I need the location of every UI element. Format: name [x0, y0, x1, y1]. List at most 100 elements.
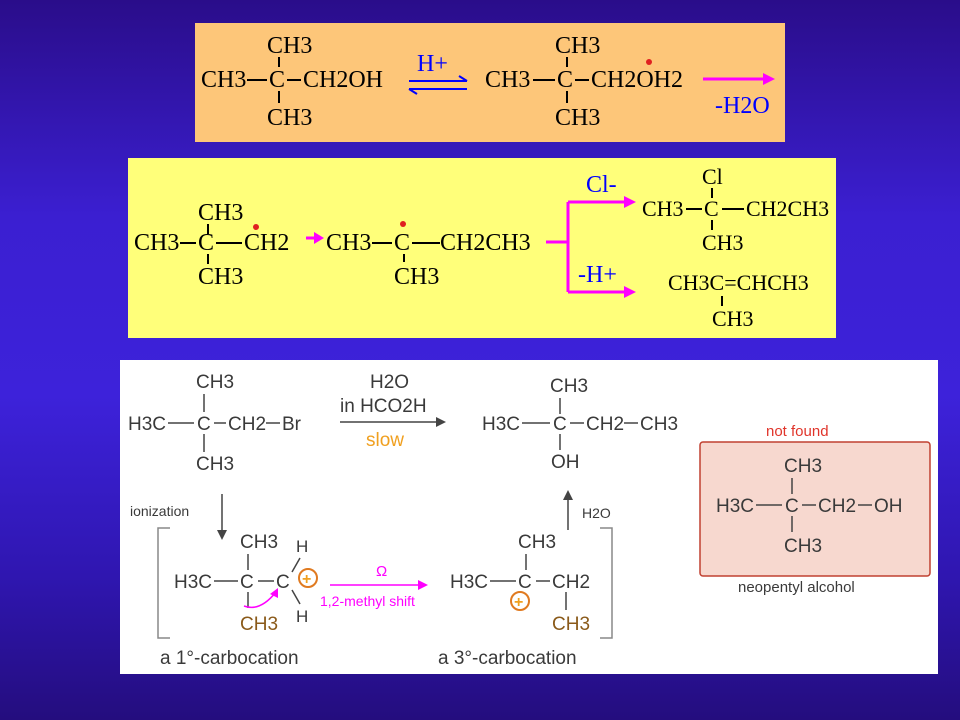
product-right-ch2: CH2 [586, 414, 624, 435]
r1-central-c: C [269, 67, 285, 93]
chloride-label: Cl- [586, 172, 617, 198]
neopentyl-bottom-ch3: CH3 [784, 536, 822, 557]
arrow-head [624, 196, 636, 208]
h-plus-label: H+ [417, 51, 448, 77]
r2-left-ch3: CH3 [485, 67, 530, 93]
primary-caption: a 1°-carbocation [160, 648, 299, 669]
product-end-ch3: CH3 [640, 414, 678, 435]
product-left-h3c: H3C [482, 414, 520, 435]
neopentyl-top-ch3: CH3 [784, 456, 822, 477]
mechanism-panel: CH3 H3C C CH2 Br CH3 H2O in HCO2H slow C… [120, 360, 938, 674]
p1-left-ch3: CH3 [642, 196, 684, 221]
s1-top-ch3: CH3 [198, 200, 243, 226]
positive-charge-dot [400, 221, 406, 227]
conditions-water: H2O [370, 372, 409, 393]
tertiary-left-h3c: H3C [450, 572, 488, 593]
p2-bottom-ch3: CH3 [712, 306, 754, 331]
rearrangement-scheme: CH3 CH3 C CH2 CH3 CH3 C CH2CH3 CH3 Cl- -… [134, 164, 829, 331]
arrow-head [418, 580, 428, 590]
primary-bottom-ch3: CH3 [240, 614, 278, 635]
s1-central-c: C [198, 230, 214, 256]
bond [291, 557, 301, 573]
r2-bottom-ch3: CH3 [555, 105, 600, 131]
primary-top-ch3: CH3 [240, 532, 278, 553]
arrow-head [217, 530, 227, 540]
positive-charge-dot [646, 59, 652, 65]
tertiary-top-ch3: CH3 [518, 532, 556, 553]
right-bracket [600, 527, 613, 639]
minus-h-label: -H+ [578, 262, 617, 288]
s1-right-ch2: CH2 [244, 230, 289, 256]
arrow-head [408, 88, 418, 95]
neopentyl-caption: neopentyl alcohol [738, 579, 855, 596]
arrow-head [314, 232, 324, 244]
reactant-top-ch3: CH3 [196, 372, 234, 393]
positive-charge-dot [253, 224, 259, 230]
plus-sign: + [302, 571, 311, 588]
tertiary-bottom-ch3: CH3 [552, 614, 590, 635]
shift-omega-icon: Ω [376, 563, 387, 580]
left-bracket [157, 527, 170, 639]
positive-charge-icon [298, 568, 318, 588]
r2-top-ch3: CH3 [555, 33, 600, 59]
bond [291, 589, 301, 605]
protonation-scheme: CH3 CH3 C CH2OH CH3 H+ CH3 CH3 C CH2OH2 … [201, 33, 775, 131]
s2-bottom-ch3: CH3 [394, 264, 439, 290]
r1-top-ch3: CH3 [267, 33, 312, 59]
s2-right-ch2ch3: CH2CH3 [440, 230, 531, 256]
not-found-label: not found [766, 423, 829, 440]
water-up-label: H2O [582, 505, 611, 521]
s2-left-ch3: CH3 [326, 230, 371, 256]
conditions-slow: slow [366, 430, 404, 451]
conditions-solvent: in HCO2H [340, 396, 427, 417]
arrow-head [624, 286, 636, 298]
p1-bottom-ch3: CH3 [702, 230, 744, 255]
product-central-c: C [553, 414, 567, 435]
reactant-br: Br [282, 414, 302, 435]
product-bottom-oh: OH [551, 452, 580, 473]
r2-central-c: C [557, 67, 573, 93]
mechanism-scheme: CH3 H3C C CH2 Br CH3 H2O in HCO2H slow C… [128, 372, 931, 669]
p1-right-ch2ch3: CH2CH3 [746, 196, 829, 221]
p2-alkene: CH3C=CHCH3 [668, 270, 809, 295]
primary-c2: C [276, 572, 290, 593]
arrow-head [563, 490, 573, 500]
s2-central-c: C [394, 230, 410, 256]
r1-bottom-ch3: CH3 [267, 105, 312, 131]
arrow-head [458, 75, 468, 82]
arrow-head [270, 588, 278, 598]
primary-central-c: C [240, 572, 254, 593]
s1-bottom-ch3: CH3 [198, 264, 243, 290]
reactant-bottom-ch3: CH3 [196, 454, 234, 475]
r2-right-ch2oh2: CH2OH2 [591, 67, 683, 93]
not-found-box [699, 441, 931, 577]
reactant-left-h3c: H3C [128, 414, 166, 435]
neopentyl-oh: OH [874, 496, 903, 517]
p1-central-c: C [704, 196, 719, 221]
reactant-right-ch2: CH2 [228, 414, 266, 435]
protonation-panel: CH3 CH3 C CH2OH CH3 H+ CH3 CH3 C CH2OH2 … [195, 23, 785, 142]
minus-water-label: -H2O [715, 93, 770, 119]
r1-left-ch3: CH3 [201, 67, 246, 93]
arrow-head [436, 417, 446, 427]
ionization-label: ionization [130, 503, 189, 519]
r1-right-ch2oh: CH2OH [303, 67, 383, 93]
primary-h-top: H [296, 537, 308, 556]
neopentyl-left-h3c: H3C [716, 496, 754, 517]
rearrangement-panel: CH3 CH3 C CH2 CH3 CH3 C CH2CH3 CH3 Cl- -… [128, 158, 836, 338]
tertiary-central-c: C [518, 572, 532, 593]
primary-h-bottom: H [296, 607, 308, 626]
shift-label: 1,2-methyl shift [320, 593, 415, 609]
tertiary-right-ch2: CH2 [552, 572, 590, 593]
reactant-central-c: C [197, 414, 211, 435]
p1-top-cl: Cl [702, 164, 723, 189]
positive-charge-icon [510, 591, 530, 611]
tertiary-caption: a 3°-carbocation [438, 648, 577, 669]
s1-left-ch3: CH3 [134, 230, 179, 256]
arrow-head [763, 73, 775, 85]
neopentyl-central-c: C [785, 496, 799, 517]
neopentyl-right-ch2: CH2 [818, 496, 856, 517]
primary-left-h3c: H3C [174, 572, 212, 593]
product-top-ch3: CH3 [550, 376, 588, 397]
plus-sign: + [514, 594, 523, 611]
